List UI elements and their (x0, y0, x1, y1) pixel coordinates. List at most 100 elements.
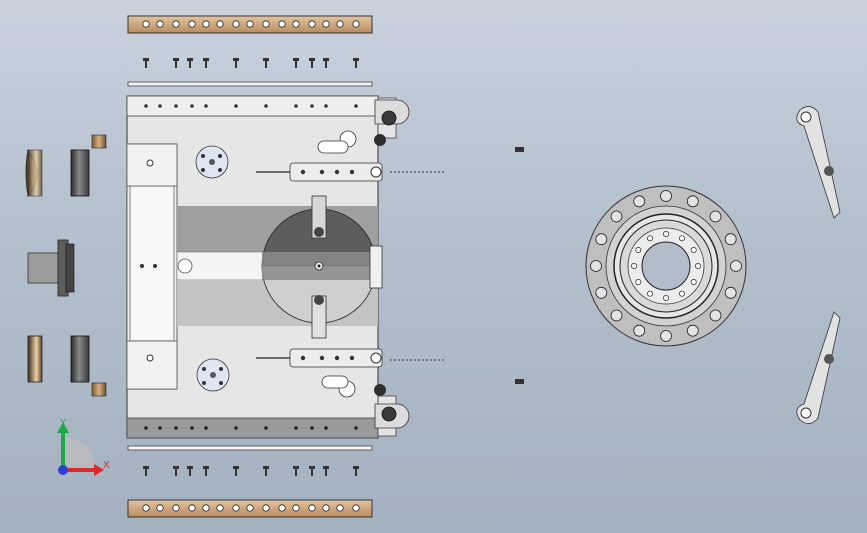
strip-hole-icon (156, 504, 164, 512)
screw-head-icon (143, 58, 149, 61)
bearing-bolt-hole-icon (730, 260, 742, 272)
top-guide-bar (127, 81, 373, 87)
screw-head-icon (143, 466, 149, 469)
lower-slider-assembly[interactable] (256, 348, 446, 368)
top-screws-row (143, 58, 359, 68)
upper-slider-assembly[interactable] (256, 162, 446, 182)
bearing-bolt-hole-icon (686, 195, 699, 208)
screw-head-icon (187, 466, 193, 469)
bearing-bolt-hole-icon (709, 210, 722, 223)
strip-hole-icon (278, 504, 286, 512)
bearing-bolt-hole-icon (610, 309, 623, 322)
lower-hub (196, 358, 230, 392)
coordinate-triad: Y X (57, 418, 110, 476)
screw-head-icon (203, 58, 209, 61)
bearing-bolt-hole-icon (724, 233, 737, 246)
strip-hole-icon (322, 504, 330, 512)
screw-head-icon (293, 58, 299, 61)
pin-lower-icon (515, 379, 524, 384)
left-motor-mount[interactable] (27, 239, 75, 297)
keyhole-slot-top (317, 130, 357, 154)
screw-head-icon (233, 466, 239, 469)
screw-head-icon (309, 466, 315, 469)
bearing-bolt-hole-icon (709, 309, 722, 322)
screw-head-icon (353, 58, 359, 61)
screw-head-icon (203, 466, 209, 469)
bearing-bolt-hole-icon (610, 210, 623, 223)
strip-hole-icon (172, 504, 180, 512)
bearing-inner-hole-icon (635, 247, 642, 253)
bearing-inner-hole-icon (647, 235, 653, 242)
left-bushing-bottom (91, 382, 107, 397)
screw-head-icon (353, 466, 359, 469)
screw-head-icon (187, 58, 193, 61)
cross-roller-bearing[interactable] (585, 185, 747, 347)
bearing-inner-hole-icon (663, 295, 669, 301)
strip-hole-icon (156, 20, 164, 28)
strip-hole-icon (216, 504, 224, 512)
screw-head-icon (173, 466, 179, 469)
strip-hole-icon (308, 20, 316, 28)
bearing-bolt-hole-icon (595, 286, 608, 299)
strip-hole-icon (232, 20, 240, 28)
top-wood-strip[interactable] (127, 15, 373, 34)
bearing-bolt-hole-icon (633, 195, 646, 208)
bearing-inner-hole-icon (647, 290, 653, 297)
left-side-block[interactable] (126, 143, 178, 390)
z-axis-dot-icon (58, 465, 68, 475)
keyhole-slot-bottom (321, 375, 356, 398)
strip-hole-icon (188, 20, 196, 28)
rotary-table-disk[interactable] (261, 195, 383, 339)
strip-hole-icon (308, 504, 316, 512)
strip-hole-icon (352, 20, 360, 28)
screw-head-icon (173, 58, 179, 61)
screw-head-icon (323, 58, 329, 61)
upper-link-arm[interactable] (796, 106, 841, 219)
bottom-guide-bar (127, 445, 373, 451)
bearing-inner-hole-icon (635, 279, 642, 285)
screw-head-icon (233, 58, 239, 61)
strip-hole-icon (246, 20, 254, 28)
y-axis-label: Y (59, 418, 67, 429)
bearing-bolt-hole-icon (660, 330, 672, 342)
screw-head-icon (263, 466, 269, 469)
screw-head-icon (263, 58, 269, 61)
bearing-bolt-hole-icon (686, 324, 699, 337)
strip-hole-icon (232, 504, 240, 512)
strip-hole-icon (262, 504, 270, 512)
bearing-bolt-hole-icon (660, 190, 672, 202)
strip-hole-icon (262, 20, 270, 28)
strip-hole-icon (246, 504, 254, 512)
strip-hole-icon (278, 20, 286, 28)
right-pin-top-icon (374, 134, 386, 146)
bearing-inner-hole-icon (690, 247, 697, 253)
left-cap-top[interactable] (25, 148, 43, 197)
strip-hole-icon (142, 20, 150, 28)
bearing-inner-hole-icon (679, 290, 685, 297)
top-right-bolt-icon (381, 110, 397, 126)
strip-hole-icon (292, 504, 300, 512)
lower-link-arm[interactable] (796, 311, 841, 424)
strip-hole-icon (352, 504, 360, 512)
pin-upper-icon (515, 147, 524, 152)
bearing-bolt-hole-icon (724, 286, 737, 299)
strip-hole-icon (172, 20, 180, 28)
left-bushing-top (91, 134, 107, 149)
bearing-inner-hole-icon (695, 263, 701, 269)
strip-hole-icon (202, 504, 210, 512)
bearing-inner-hole-icon (679, 235, 685, 242)
bearing-inner-hole-icon (631, 263, 637, 269)
strip-hole-icon (142, 504, 150, 512)
bottom-wood-strip[interactable] (127, 499, 373, 518)
screw-head-icon (293, 466, 299, 469)
left-cap-bottom[interactable] (27, 335, 43, 383)
bearing-inner-hole-icon (690, 279, 697, 285)
strip-hole-icon (202, 20, 210, 28)
screw-head-icon (323, 466, 329, 469)
left-cylinder-top[interactable] (70, 149, 90, 197)
left-cylinder-bottom[interactable] (70, 335, 90, 383)
strip-hole-icon (322, 20, 330, 28)
screw-head-icon (309, 58, 315, 61)
